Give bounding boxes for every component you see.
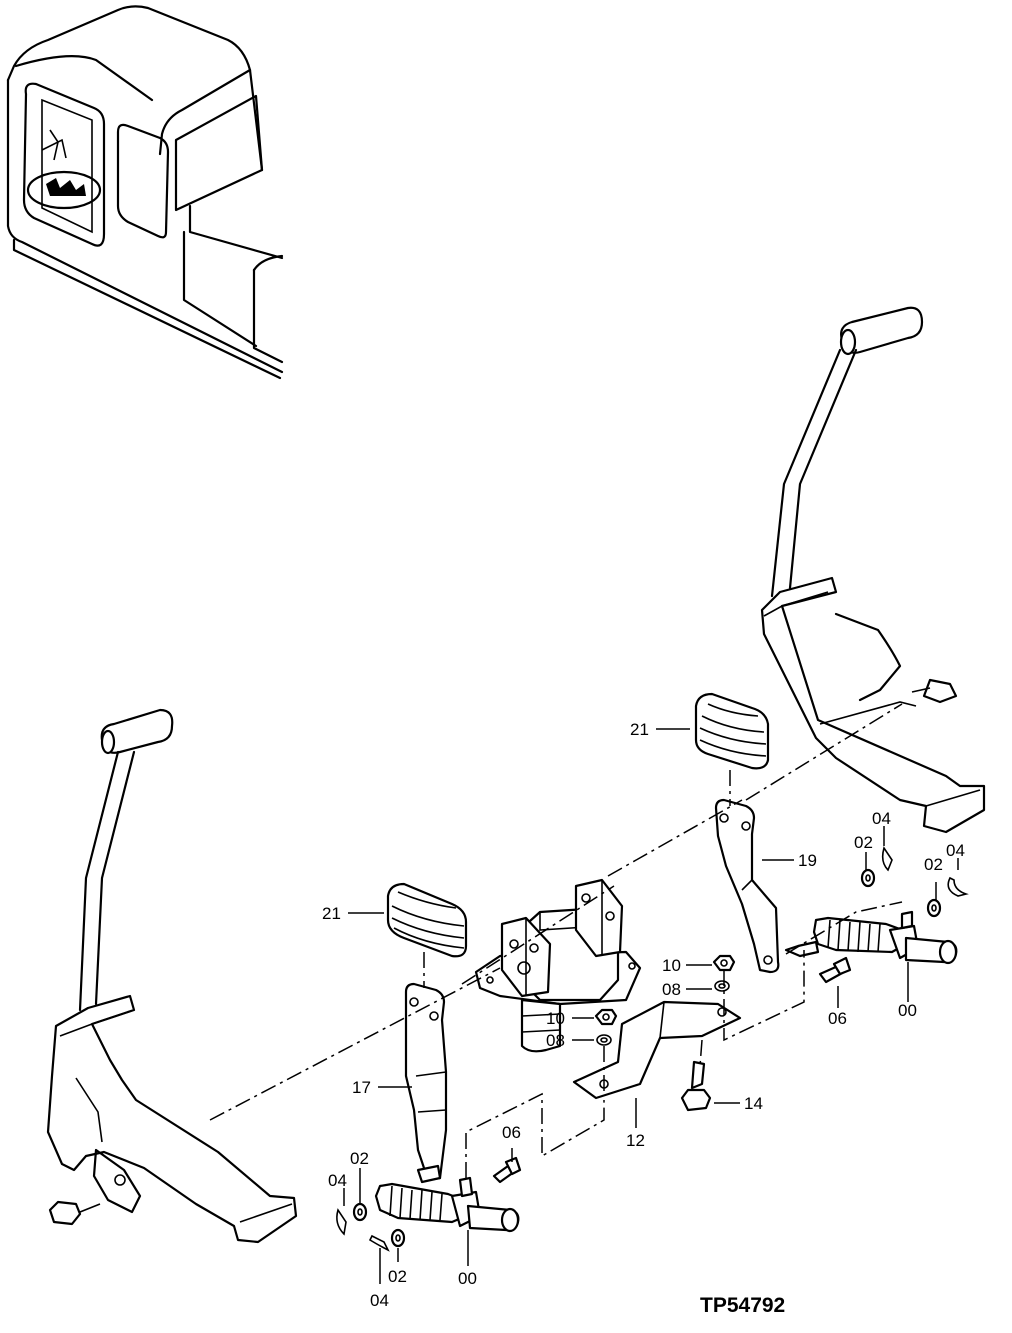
lever-bracket-19 <box>714 798 780 974</box>
washer-02-left-b <box>390 1228 406 1248</box>
callout-04-left-b: 04 <box>370 1291 389 1310</box>
callout-17: 17 <box>352 1078 371 1097</box>
callout-02-right-a: 02 <box>854 833 873 852</box>
left-travel-lever <box>46 708 298 1244</box>
callout-04-right-a: 04 <box>872 809 891 828</box>
damper-assembly-00-right <box>784 910 958 965</box>
pilot-valve <box>474 878 642 1053</box>
bolt-14 <box>680 1060 712 1112</box>
washer-02-right-a <box>860 868 876 888</box>
washer-02-left-a <box>352 1202 368 1222</box>
pin-06-left <box>492 1156 522 1184</box>
callout-10-upper: 10 <box>662 956 681 975</box>
callout-12: 12 <box>626 1131 645 1150</box>
washer-08-upper <box>714 980 730 992</box>
callout-00-left: 00 <box>458 1269 477 1288</box>
callout-06-right: 06 <box>828 1009 847 1028</box>
washer-08-lower <box>596 1034 612 1046</box>
callout-labels: 21 21 19 17 10 08 10 08 14 12 06 00 02 0… <box>322 720 965 1310</box>
callout-02-left-a: 02 <box>350 1149 369 1168</box>
boot-lower <box>386 882 468 958</box>
nut-10-lower <box>594 1008 618 1026</box>
callout-02-right-b: 02 <box>924 855 943 874</box>
cotter-04-left-a <box>336 1208 347 1236</box>
washer-02-right-b <box>926 898 942 918</box>
right-travel-lever <box>760 306 986 834</box>
cotter-04-left-b <box>368 1234 390 1252</box>
callout-19: 19 <box>798 851 817 870</box>
drawing-code: TP54792 <box>700 1294 785 1317</box>
pin-06-right <box>818 956 852 984</box>
cotter-04-right-b <box>947 876 969 897</box>
cotter-04-right-a <box>881 846 893 872</box>
callout-21-lower: 21 <box>322 904 341 923</box>
callout-04-right-b: 04 <box>946 841 965 860</box>
assembly-center-lines <box>209 703 903 1178</box>
callout-08-lower: 08 <box>546 1031 565 1050</box>
callout-leaders <box>343 728 959 1284</box>
callout-08-upper: 08 <box>662 980 681 999</box>
callout-10-lower: 10 <box>546 1009 565 1028</box>
cab-location-thumbnail <box>6 5 284 380</box>
callout-21-upper: 21 <box>630 720 649 739</box>
boot-upper <box>694 692 770 770</box>
callout-00-right: 00 <box>898 1001 917 1020</box>
damper-bracket-12 <box>572 1000 742 1100</box>
callout-02-left-b: 02 <box>388 1267 407 1286</box>
lever-bracket-17 <box>404 982 448 1184</box>
damper-assembly-00-left <box>374 1176 520 1233</box>
callout-06-left: 06 <box>502 1123 521 1142</box>
nut-10-upper <box>712 954 736 972</box>
callout-14: 14 <box>744 1094 763 1113</box>
callout-04-left-a: 04 <box>328 1171 347 1190</box>
